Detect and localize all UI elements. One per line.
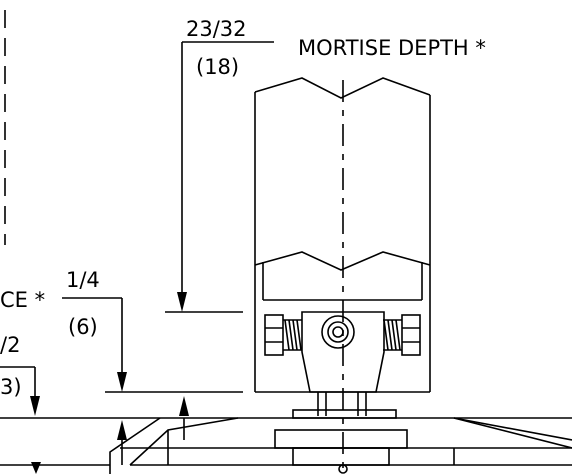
mortise-depth-label: MORTISE DEPTH *: [298, 36, 486, 60]
clearance-fraction: 1/4: [66, 268, 100, 292]
mortise-depth-metric: (18): [196, 55, 239, 79]
floor-closer: [0, 392, 572, 474]
pivot-mechanism: [264, 311, 421, 393]
door-stile: [254, 77, 431, 393]
clearance-dimension: [62, 297, 243, 465]
left-fraction-label: /2: [0, 333, 20, 357]
clearance-label: CE *: [0, 288, 45, 312]
mortise-depth-dimension: [165, 41, 274, 313]
left-metric-label: 3): [0, 375, 22, 399]
clearance-metric: (6): [68, 315, 98, 339]
mortise-depth-fraction: 23/32: [186, 17, 247, 41]
left-partial-dimension: [0, 366, 41, 474]
